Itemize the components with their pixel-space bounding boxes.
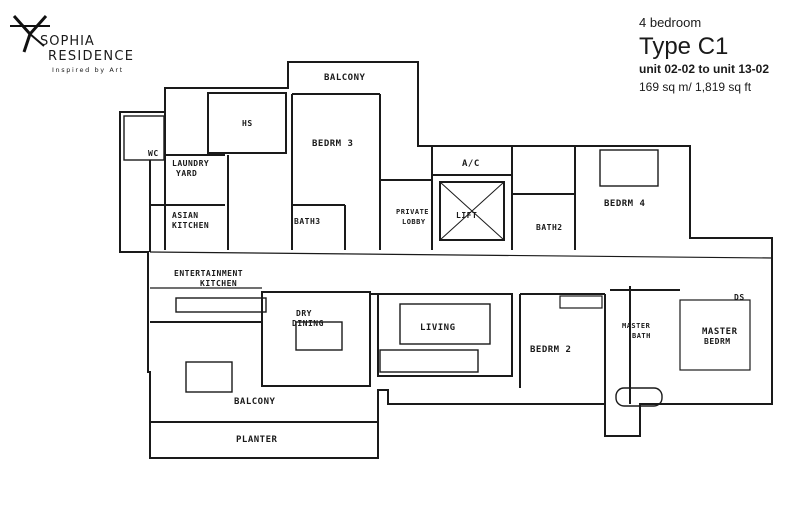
bedroom-count: 4 bedroom	[639, 15, 702, 30]
room-ds: DS	[734, 293, 745, 302]
room-balcony-top: BALCONY	[324, 73, 366, 83]
room-master-bath-2: BATH	[632, 332, 651, 340]
room-asian: ASIAN	[172, 211, 199, 220]
room-kitchen2: KITCHEN	[200, 279, 237, 288]
room-bedrm4: BEDRM 4	[604, 199, 646, 209]
room-bath3: BATH3	[294, 217, 321, 226]
brand-tagline: Inspired by Art	[52, 66, 124, 74]
room-lobby: LOBBY	[402, 218, 426, 226]
unit-range: unit 02-02 to unit 13-02	[639, 62, 770, 76]
room-bedrm2: BEDRM 2	[530, 345, 571, 355]
room-bath2: BATH2	[536, 223, 563, 232]
logo-mark-icon	[10, 15, 50, 53]
room-bedrm3: BEDRM 3	[312, 139, 353, 149]
room-master-bedrm-1: MASTER	[702, 327, 738, 337]
room-hs: HS	[242, 119, 253, 128]
room-living: LIVING	[420, 323, 456, 333]
room-planter: PLANTER	[236, 435, 278, 445]
room-wc: WC	[148, 149, 159, 158]
room-master-bath-1: MASTER	[622, 322, 651, 330]
room-laundry: LAUNDRY	[172, 159, 209, 168]
room-master-bedrm-2: BEDRM	[704, 337, 731, 346]
brand-name-line1: SOPHIA	[40, 34, 95, 49]
room-dry: DRY	[296, 309, 312, 318]
unit-area: 169 sq m/ 1,819 sq ft	[639, 80, 752, 94]
room-yard: YARD	[176, 169, 197, 178]
room-private: PRIVATE	[396, 208, 429, 216]
room-kitchen: KITCHEN	[172, 221, 209, 230]
room-balcony-bottom: BALCONY	[234, 397, 276, 407]
unit-type: Type C1	[639, 33, 729, 60]
brand-name-line2: RESIDENCE	[48, 49, 135, 64]
room-lift: LIFT	[456, 211, 477, 220]
room-entertainment: ENTERTAINMENT	[174, 269, 243, 278]
room-dining: DINING	[292, 319, 324, 328]
room-ac: A/C	[462, 159, 480, 169]
